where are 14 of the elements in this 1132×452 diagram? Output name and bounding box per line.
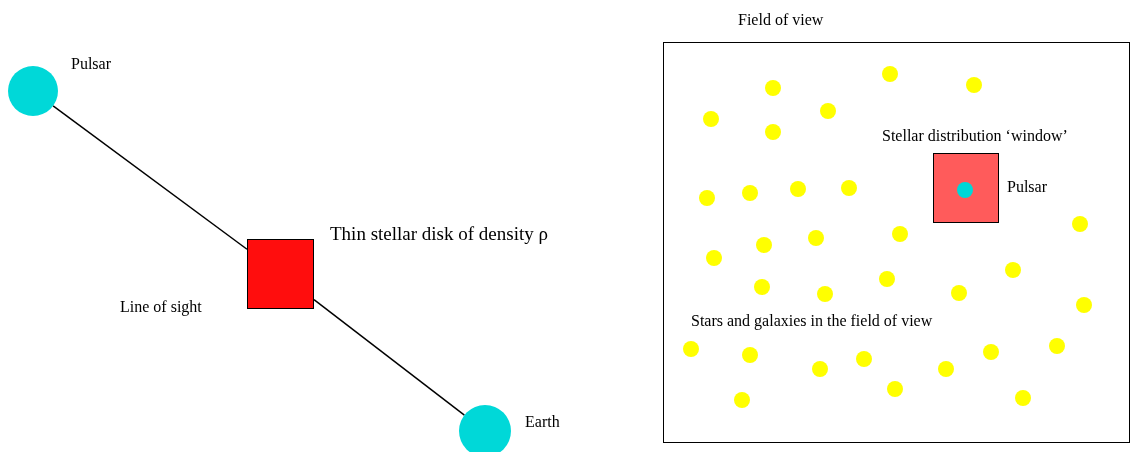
caption-text: Pulsar bbox=[1007, 178, 1047, 196]
earth-circle bbox=[459, 405, 511, 452]
caption-text: Thin stellar disk of density ρ bbox=[330, 224, 548, 245]
caption-text: Pulsar bbox=[71, 55, 111, 73]
stellar-disk-square bbox=[247, 239, 314, 309]
caption-text: Earth bbox=[525, 413, 560, 431]
heading: Field of view bbox=[738, 11, 824, 29]
sight-line bbox=[52, 105, 248, 250]
heading: Stellar distribution ‘window’ bbox=[882, 127, 1068, 145]
sight-line bbox=[313, 298, 466, 416]
annotation-text: Stars and galaxies in the field of view bbox=[691, 312, 933, 330]
pulsar-dot bbox=[957, 182, 973, 198]
edge-label: Line of sight bbox=[120, 298, 202, 316]
pulsar-circle bbox=[8, 66, 58, 116]
